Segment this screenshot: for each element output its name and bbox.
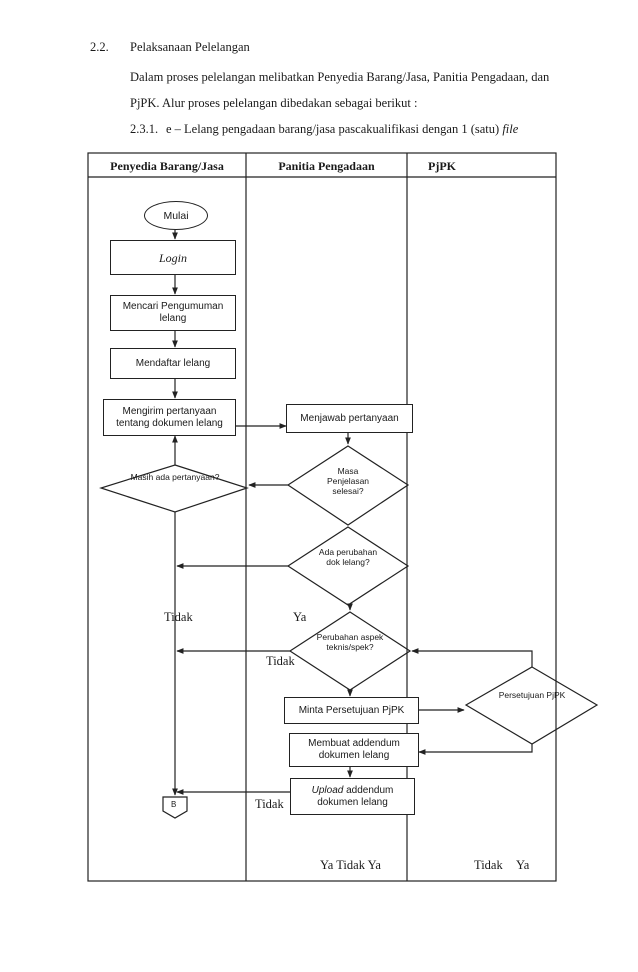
mendaftar-lelang-box: Mendaftar lelang (110, 348, 236, 379)
lane-header-pjpk: PjPK (428, 158, 456, 173)
mencari-pengumuman-box: Mencari Pengumuman lelang (110, 295, 236, 331)
lane-header-panitia: Panitia Pengadaan (278, 158, 375, 173)
upload-rest: addendum dokumen lelang (317, 784, 394, 808)
start-node: Mulai (144, 201, 208, 230)
label-tidak-3: Tidak (255, 797, 284, 811)
membuat-addendum-label: Membuat addendum dokumen lelang (308, 738, 400, 761)
mengirim-pertanyaan-box: Mengirim pertanyaan tentang dokumen lela… (103, 399, 236, 436)
section-number: 2.2. (90, 40, 109, 54)
label-bottom-pjpk-ya: Ya (516, 858, 530, 872)
persetujuan-pjpk-label: Persetujuan PjPK (498, 690, 566, 700)
label-tidak-2: Tidak (266, 654, 295, 668)
label-tidak-1: Tidak (164, 610, 193, 624)
masih-ada-label: Masih ada pertanyaan? (130, 472, 220, 482)
paragraph-line-1: Dalam proses pelelangan melibatkan Penye… (130, 70, 550, 84)
perubahan-aspek-label: Perubahan aspek teknis/spek? (316, 632, 384, 652)
upload-italic: Upload (311, 784, 344, 796)
menjawab-pertanyaan-box: Menjawab pertanyaan (286, 404, 413, 433)
membuat-addendum-box: Membuat addendum dokumen lelang (289, 733, 419, 767)
login-box: Login (110, 240, 236, 275)
subsection-italic: file (502, 122, 519, 136)
ada-perubahan-label: Ada perubahan dok lelang? (318, 547, 378, 567)
masa-penjelasan-label: Masa Penjelasan selesai? (326, 466, 370, 496)
connector-b-label: B (171, 800, 177, 809)
subsection-number: 2.3.1. (130, 122, 159, 136)
upload-addendum-box: Upload addendum dokumen lelang (290, 778, 415, 815)
connector-b-shape (162, 796, 188, 819)
paragraph-line-2: PjPK. Alur proses pelelangan dibedakan s… (130, 96, 418, 110)
swimlane-frame (87, 152, 557, 882)
label-ya-1: Ya (293, 610, 307, 624)
label-bottom-panitia: Ya Tidak Ya (320, 858, 381, 872)
lane-header-penyedia: Penyedia Barang/Jasa (110, 158, 224, 173)
minta-persetujuan-box: Minta Persetujuan PjPK (284, 697, 419, 724)
subsection-text: e – Lelang pengadaan barang/jasa pascaku… (166, 122, 500, 136)
diamond-persetujuan (464, 666, 599, 745)
subsection-title: e – Lelang pengadaan barang/jasa pascaku… (166, 122, 518, 137)
section-title: Pelaksanaan Pelelangan (130, 40, 250, 54)
diamond-masa (286, 445, 410, 526)
label-bottom-pjpk-tidak: Tidak (474, 858, 503, 872)
upload-addendum-label: Upload addendum dokumen lelang (295, 785, 410, 809)
